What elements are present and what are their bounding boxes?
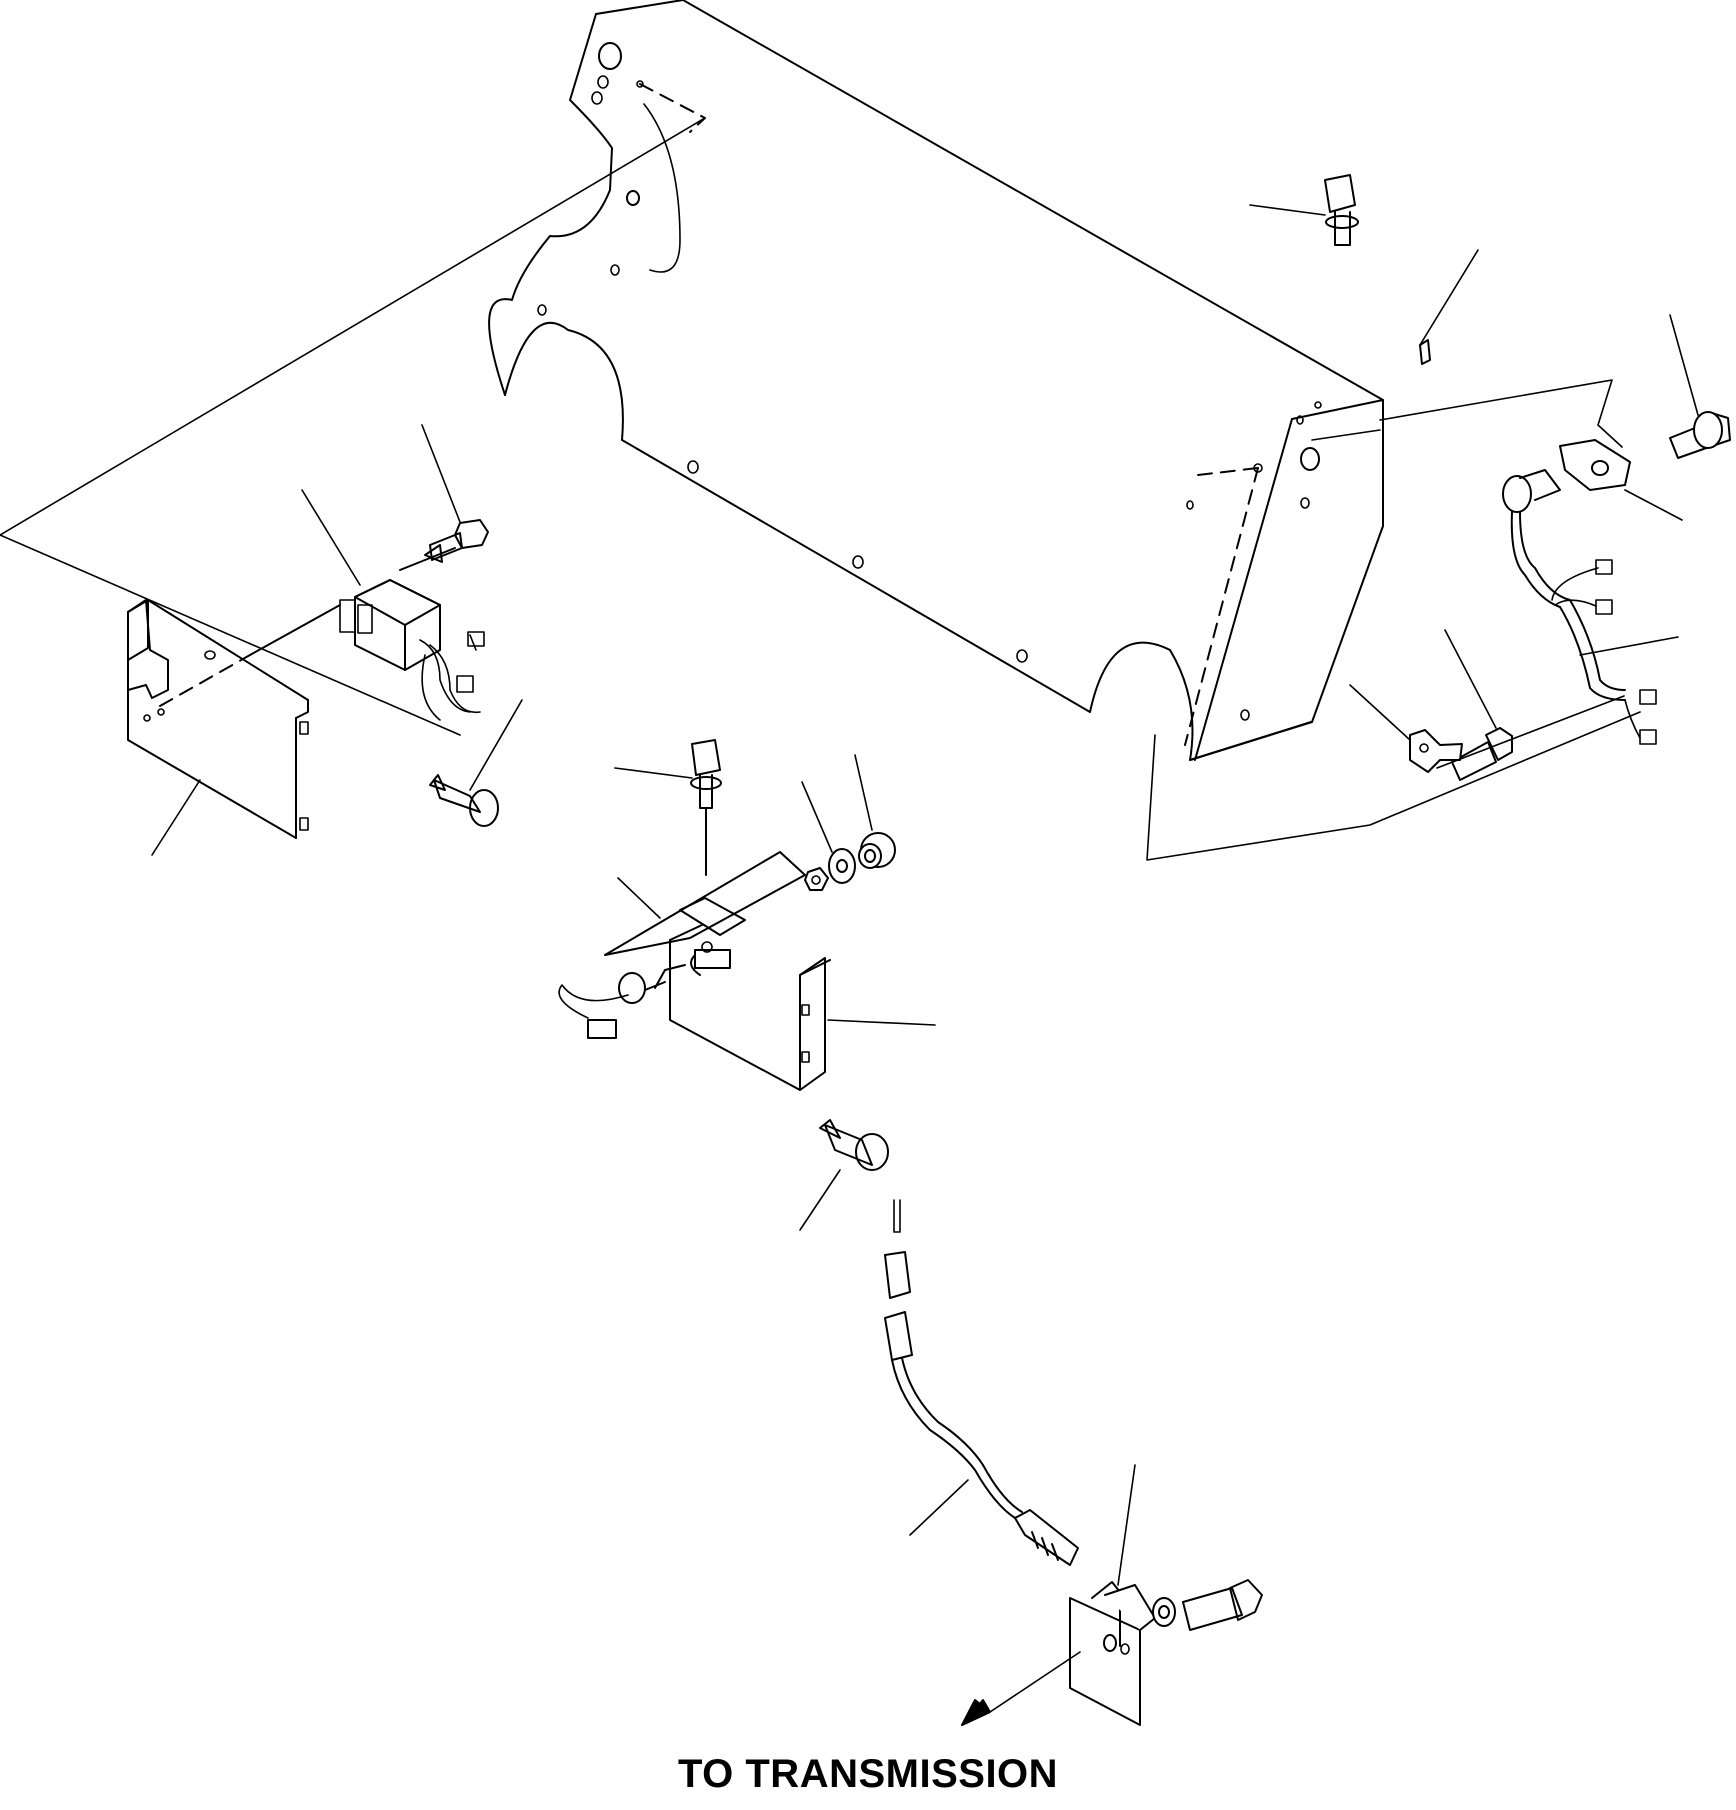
callout-leaders [151, 204, 1699, 1586]
nut [804, 867, 829, 891]
switch-bracket [558, 807, 831, 1091]
mounting-bolt [1182, 1579, 1263, 1631]
assembly-lines [0, 117, 1641, 861]
mounting-bolt [429, 774, 499, 827]
sensor-bracket [1069, 1581, 1156, 1726]
mounting-bolt [399, 519, 489, 571]
mounting-bolt [1324, 174, 1359, 246]
rear-bracket [1409, 339, 1631, 773]
washer [828, 848, 856, 884]
mounting-bolt [690, 739, 722, 809]
spacer [858, 832, 896, 869]
relay-module [249, 579, 485, 721]
relay-bracket [127, 599, 309, 839]
transmission-sensor [891, 1357, 1079, 1566]
caption-to-transmission: TO TRANSMISSION [677, 1752, 1059, 1796]
washer [1152, 1597, 1176, 1627]
mounting-bolt [819, 1119, 889, 1171]
frame-panel [488, 0, 1384, 761]
connector [884, 1199, 913, 1361]
mounting-bolt [1669, 411, 1731, 459]
sensor-harness [1502, 469, 1657, 745]
direction-arrow [961, 1651, 1081, 1726]
